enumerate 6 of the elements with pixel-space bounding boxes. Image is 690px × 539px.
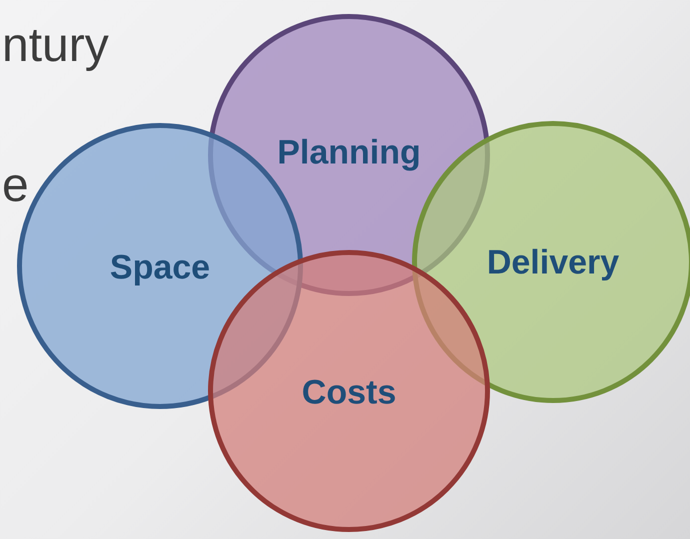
circle-label: Space [110, 248, 210, 288]
circle-label: Delivery [486, 244, 620, 282]
text-fragment: e [2, 158, 29, 213]
circle-label: Costs [302, 374, 396, 412]
text-fragment: ntury [2, 18, 109, 73]
circle-label: Planning [277, 134, 421, 172]
